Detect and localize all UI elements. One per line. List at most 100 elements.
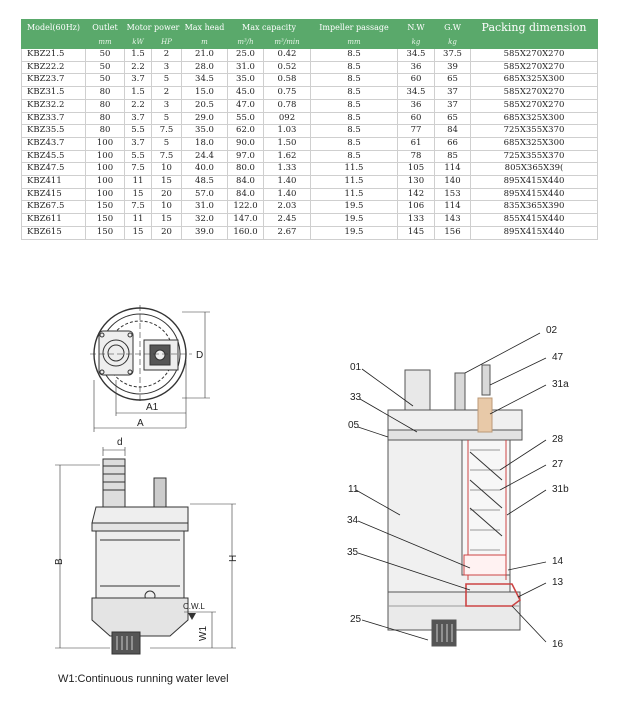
table-cell: 65 (434, 111, 471, 126)
table-header-cell: G.W (434, 19, 471, 37)
table-cell: 585X270X270 (470, 86, 598, 100)
table-cell: 21.0 (181, 48, 228, 62)
table-cell: 10 (151, 200, 182, 215)
model-cell: KBZ32.2 (21, 98, 86, 113)
part-number-label: 28 (552, 434, 564, 445)
part-number-label: 16 (552, 639, 564, 650)
table-cell: 140 (434, 175, 471, 189)
table-cell: 0.42 (263, 48, 311, 62)
table-cell: 0.75 (263, 86, 311, 100)
table-cell: 77 (397, 124, 435, 138)
table-cell: 7.5 (151, 124, 182, 138)
table-cell: 2.67 (263, 225, 311, 240)
table-unit-cell: m³/min (263, 36, 311, 49)
table-cell: 80.0 (227, 162, 264, 177)
table-cell: 5 (151, 136, 182, 151)
table-cell: 122.0 (227, 200, 264, 215)
table-cell: 685X325X300 (470, 111, 598, 126)
table-cell: 11 (124, 213, 152, 227)
table-cell: 62.0 (227, 124, 264, 138)
table-cell: 150 (85, 200, 125, 215)
part-number-label: 02 (546, 325, 558, 336)
table-cell: 160.0 (227, 225, 264, 240)
table-cell: 5 (151, 73, 182, 88)
table-cell: 147.0 (227, 213, 264, 227)
table-cell: 8.5 (310, 111, 398, 126)
table-cell: 39 (434, 60, 471, 75)
table-cell: 1.40 (263, 175, 311, 189)
table-cell: 80 (85, 111, 125, 126)
table-header-cell: Impeller passage (310, 19, 398, 37)
table-cell: 8.5 (310, 124, 398, 138)
model-cell: KBZ31.5 (21, 86, 86, 100)
water-level-mark (188, 613, 196, 620)
table-cell: 153 (434, 187, 471, 202)
model-cell: KBZ615 (21, 225, 86, 240)
table-cell: 8.5 (310, 48, 398, 62)
table-cell: 7.5 (151, 149, 182, 164)
table-cell: 8.5 (310, 98, 398, 113)
model-cell: KBZ47.5 (21, 162, 86, 177)
table-cell: 97.0 (227, 149, 264, 164)
table-cell: 20 (151, 187, 182, 202)
table-cell: 8.5 (310, 73, 398, 88)
table-cell: 11.5 (310, 187, 398, 202)
table-header-cell: Outlet (85, 19, 125, 37)
table-cell: 5.5 (124, 149, 152, 164)
table-cell: 150 (85, 225, 125, 240)
table-cell: 37 (434, 86, 471, 100)
part-number-label: 05 (348, 420, 360, 431)
table-cell: 895X415X440 (470, 225, 598, 240)
dim-w1: W1 (198, 626, 209, 641)
model-cell: KBZ611 (21, 213, 86, 227)
table-cell: 895X415X440 (470, 187, 598, 202)
part-number-label: 47 (552, 352, 564, 363)
table-cell: 685X325X300 (470, 136, 598, 151)
table-cell: 35.0 (227, 73, 264, 88)
table-header-cell: N.W (397, 19, 435, 37)
part-number-label: 13 (552, 577, 564, 588)
table-cell: 20 (151, 225, 182, 240)
model-cell: KBZ21.5 (21, 48, 86, 62)
table-cell: 15 (151, 175, 182, 189)
dim-a1: A1 (146, 402, 159, 413)
table-cell: 37 (434, 98, 471, 113)
table-cell: 31.0 (181, 200, 228, 215)
table-cell: 8.5 (310, 60, 398, 75)
table-cell: 106 (397, 200, 435, 215)
table-cell: 2.03 (263, 200, 311, 215)
model-cell: KBZ43.7 (21, 136, 86, 151)
table-cell: 39.0 (181, 225, 228, 240)
table-cell: 60 (397, 73, 435, 88)
table-cell: 28.0 (181, 60, 228, 75)
table-cell: 11 (124, 175, 152, 189)
table-cell: 1.40 (263, 187, 311, 202)
table-header-cell: Model(60Hz) (21, 19, 86, 37)
table-cell: 835X365X390 (470, 200, 598, 215)
part-number-label: 27 (552, 459, 564, 470)
table-cell: 2.2 (124, 60, 152, 75)
table-unit-cell (470, 36, 598, 49)
cwl-label: C.W.L (183, 602, 205, 611)
table-cell: 84.0 (227, 187, 264, 202)
table-cell: 3.7 (124, 111, 152, 126)
table-cell: 19.5 (310, 200, 398, 215)
table-cell: 1.03 (263, 124, 311, 138)
table-cell: 65 (434, 73, 471, 88)
table-cell: 3.7 (124, 73, 152, 88)
table-cell: 15 (124, 225, 152, 240)
table-cell: 100 (85, 136, 125, 151)
table-cell: 34.5 (397, 48, 435, 62)
table-cell: 60 (397, 111, 435, 126)
table-cell: 100 (85, 187, 125, 202)
dim-d: d (117, 437, 123, 448)
table-cell: 725X355X370 (470, 149, 598, 164)
